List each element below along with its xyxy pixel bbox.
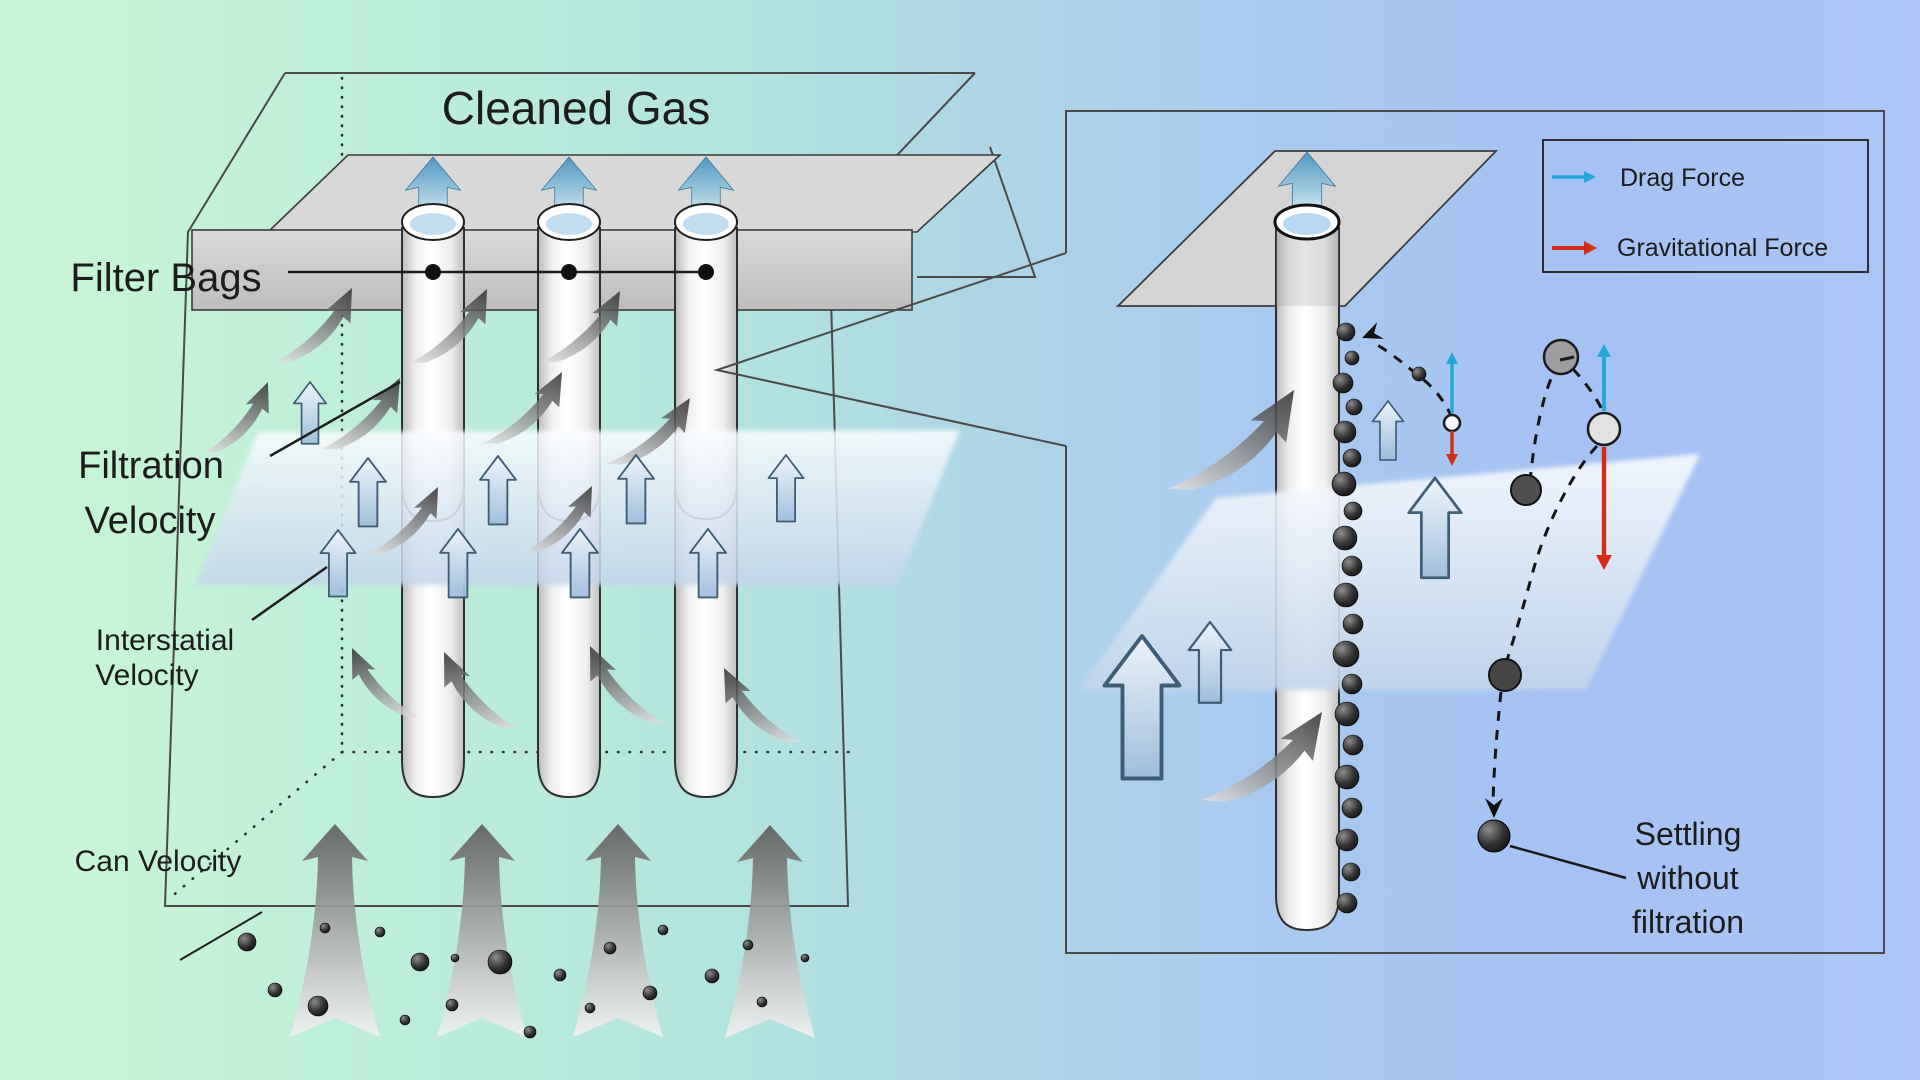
legend-gravity-label: Gravitational Force	[1617, 234, 1828, 262]
filter-bag-markers	[425, 264, 714, 280]
filtration-velocity-label-2: Velocity	[85, 500, 216, 542]
interstitial-velocity-label-1: Interstatial	[96, 624, 234, 657]
interstitial-velocity-leader	[251, 565, 328, 622]
box-right-end-edge	[917, 146, 1037, 278]
filter-bags-label: Filter Bags	[70, 256, 261, 300]
settle-arrowhead-icon	[1485, 798, 1503, 818]
falling-particle	[1488, 658, 1522, 692]
inlet-dust-particles	[237, 922, 810, 1039]
legend-drag-arrowhead-icon	[1584, 171, 1596, 183]
can-velocity-leader	[179, 911, 263, 961]
interstitial-velocity-label-2: Velocity	[95, 659, 198, 692]
legend-drag-label: Drag Force	[1620, 164, 1745, 192]
can-velocity-arrows	[290, 824, 815, 1038]
bag-opening-2	[537, 203, 601, 241]
cleaned-gas-label: Cleaned Gas	[442, 82, 711, 134]
gravity-force-arrowhead-icon	[1446, 454, 1458, 466]
bag-opening-1	[401, 203, 465, 241]
settling-particle-trajectory	[1477, 338, 1627, 880]
apex-particle	[1542, 338, 1580, 376]
dust-cake-particles	[1331, 322, 1364, 914]
rising-particle	[1510, 474, 1542, 506]
detail-gas-plane	[1078, 454, 1700, 690]
zoom-callout-wedge	[713, 252, 1067, 447]
detail-panel-frame	[1065, 110, 1885, 954]
captured-particle-trajectory	[1362, 322, 1462, 466]
filtration-velocity-leader	[269, 380, 401, 458]
settling-note: Settling without filtration	[1632, 816, 1744, 940]
small-particle	[1411, 366, 1427, 382]
settled-particle	[1477, 819, 1511, 853]
small-particle-force-point	[1442, 413, 1462, 433]
settling-leader	[1509, 844, 1627, 880]
drag-force-arrowhead-icon	[1597, 344, 1611, 357]
legend: Drag Force Gravitational Force	[1542, 139, 1869, 273]
force-balance-particle	[1586, 344, 1622, 570]
drag-force-arrowhead-icon	[1446, 352, 1458, 364]
settling-note-line-1: Settling	[1635, 816, 1742, 852]
filtration-velocity-label-1: Filtration	[78, 445, 224, 487]
left-labels: Cleaned Gas Filter Bags Filtration Veloc…	[70, 82, 714, 961]
settling-note-line-3: filtration	[1632, 904, 1744, 940]
settling-note-line-2: without	[1636, 860, 1739, 896]
gravity-force-arrowhead-icon	[1596, 555, 1612, 570]
legend-box	[1542, 139, 1869, 273]
capture-arrowhead-icon	[1362, 322, 1384, 339]
legend-gravity-arrowhead-icon	[1584, 241, 1597, 255]
detail-bag-opening	[1273, 203, 1341, 241]
cleaned-gas-outlets	[401, 156, 738, 241]
bag-opening-3	[674, 203, 738, 241]
can-velocity-label: Can Velocity	[75, 845, 242, 878]
